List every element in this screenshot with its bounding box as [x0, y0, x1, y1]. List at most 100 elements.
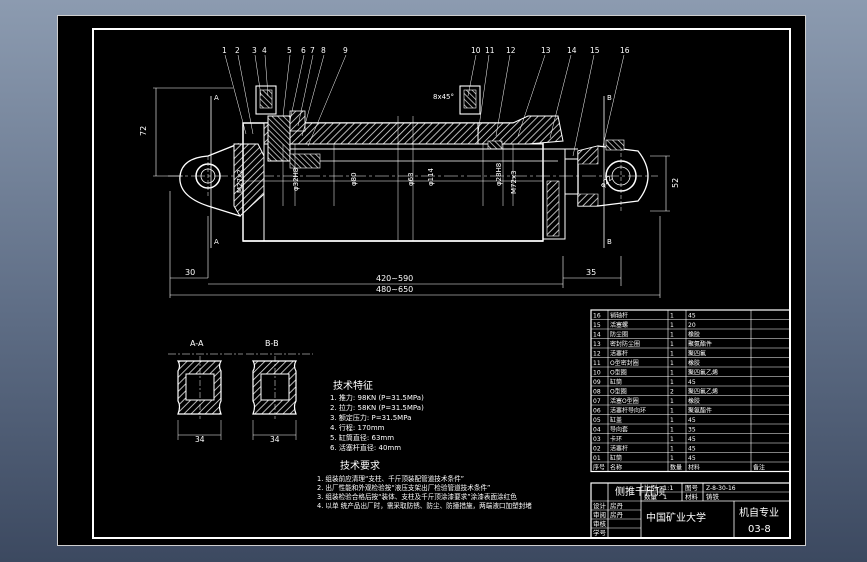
drawing-name: 侧推千斤顶	[615, 485, 665, 498]
parts-row-qty: 1	[670, 455, 674, 462]
dim-thread-right: M72x3	[510, 170, 518, 194]
dim-right-end: 35	[586, 268, 596, 277]
parts-row-name: 卡环	[610, 435, 622, 443]
dim-height-right: 52	[671, 178, 680, 188]
dim-outer: φ114	[427, 167, 435, 186]
inner-border	[92, 28, 791, 539]
dim-chamfer: 8x45°	[433, 93, 454, 101]
qty-label: 数量	[644, 492, 658, 501]
parts-row-no: 12	[593, 351, 601, 358]
parts-row-qty: 1	[670, 436, 674, 443]
scale-value: 1:1	[663, 484, 673, 492]
tech-features-title: 技术特征	[333, 379, 373, 392]
section-mark-b-bottom: B	[607, 238, 612, 246]
section-mark-b-top: B	[607, 94, 612, 102]
parts-header-cell: 序号	[593, 464, 605, 472]
tech-feature-2: 2. 拉力: 58KN (P=31.5MPa)	[330, 403, 424, 412]
parts-row-material: 20	[688, 322, 696, 329]
right-clevis	[577, 145, 649, 207]
drawing-no-label: 图号	[685, 484, 699, 492]
parts-row-material: 45	[688, 455, 696, 462]
parts-header-cell: 材料	[688, 464, 700, 472]
major-name: 机自专业	[739, 506, 779, 519]
parts-row-no: 01	[593, 455, 601, 462]
section-b-b-width: 34	[270, 435, 280, 444]
section-mark-a-top: A	[214, 94, 219, 102]
parts-row-name: 活塞杆	[610, 445, 628, 453]
parts-row-material: 聚氨酯件	[688, 407, 712, 415]
balloon-11: 11	[485, 46, 495, 55]
parts-row-no: 11	[593, 360, 601, 367]
parts-row-qty: 1	[670, 370, 674, 377]
parts-row-qty: 1	[670, 379, 674, 386]
balloon-labels: 1 2 3 4 5 6 7 8 9 10 11 12 13 14 15 16	[222, 46, 630, 55]
tech-req-2: 2. 出厂性能和外观检验按“液压支架出厂检验管道技术条件”	[317, 483, 490, 492]
parts-row-name: 缸筒	[610, 378, 622, 386]
parts-row-name: 活塞螺	[610, 321, 628, 329]
dim-height-left: 72	[139, 126, 148, 136]
parts-row-no: 07	[593, 398, 601, 405]
parts-row-material: 45	[688, 436, 696, 443]
tech-req-4: 4. 以单 统产品出厂时，需采取防锈、防尘、防撞措施，两端液口加塑封堵	[317, 501, 532, 510]
parts-row-no: 05	[593, 417, 601, 424]
parts-row-material: 45	[688, 417, 696, 424]
parts-header-cell: 名称	[610, 464, 622, 472]
class-name: 03-8	[748, 524, 771, 535]
parts-row-no: 16	[593, 313, 601, 320]
dim-thread-left: M27x2	[236, 169, 244, 193]
parts-row-name: 导向套	[610, 426, 628, 434]
parts-row-no: 03	[593, 436, 601, 443]
tech-feature-3: 3. 额定压力: P=31.5MPa	[330, 413, 411, 422]
section-b-b-title: B-B	[265, 339, 279, 348]
main-assembly-view	[153, 54, 670, 298]
parts-row-no: 06	[593, 408, 601, 415]
parts-row-qty: 1	[670, 398, 674, 405]
parts-row-material: 35	[688, 427, 696, 434]
parts-row-no: 09	[593, 379, 601, 386]
balloon-2: 2	[235, 46, 240, 55]
parts-row-material: 45	[688, 446, 696, 453]
cad-drawing: 1 2 3 4 5 6 7 8 9 10 11 12 13 14 15 16 7…	[92, 28, 791, 539]
balloon-16: 16	[620, 46, 630, 55]
tech-features: 技术特征 1. 推力: 98KN (P=31.5MPa) 2. 拉力: 58KN…	[330, 379, 424, 452]
parts-row-material: 聚四氟乙烯	[688, 388, 718, 396]
drawing-no-value: Z-8-30-16	[706, 485, 736, 492]
balloon-13: 13	[541, 46, 551, 55]
parts-row-name: O型密封圈	[610, 359, 639, 367]
parts-row-name: 密封防尘圈	[610, 340, 640, 348]
balloon-5: 5	[287, 46, 292, 55]
parts-row-qty: 1	[670, 446, 674, 453]
section-b-b: B-B 34	[246, 339, 313, 444]
balloon-7: 7	[310, 46, 315, 55]
balloon-6: 6	[301, 46, 306, 55]
parts-header-cell: 数量	[670, 464, 682, 472]
drawing-sheet: 1 2 3 4 5 6 7 8 9 10 11 12 13 14 15 16 7…	[57, 15, 806, 546]
dim-overall-with-ends: 480~650	[376, 285, 413, 294]
dim-left-end: 30	[185, 268, 195, 277]
parts-row-name: 活塞杆导向环	[610, 407, 646, 415]
parts-row-qty: 1	[670, 360, 674, 367]
parts-row-no: 14	[593, 332, 601, 339]
balloon-9: 9	[343, 46, 348, 55]
parts-row-name: O型圈	[610, 388, 627, 396]
tech-req-1: 1. 组装前应清理“支柱、千斤顶装配管道技术条件”	[317, 474, 464, 483]
parts-row-qty: 2	[670, 389, 674, 396]
material-label: 材料	[685, 492, 699, 501]
parts-row-material: 橡胶	[688, 397, 700, 405]
section-mark-a-bottom: A	[214, 238, 219, 246]
parts-row-material: 聚四氟	[688, 350, 706, 358]
parts-row-material: 聚氨酯件	[688, 340, 712, 348]
parts-row-qty: 1	[670, 322, 674, 329]
role-approve: 审核	[593, 519, 607, 528]
balloon-1: 1	[222, 46, 227, 55]
qty-value: 1	[663, 493, 667, 501]
balloon-8: 8	[321, 46, 326, 55]
parts-row-qty: 1	[670, 313, 674, 320]
section-a-a-title: A-A	[190, 339, 204, 348]
scale-label: 比例	[644, 483, 657, 492]
role-review: 审阅	[593, 510, 606, 519]
tech-req-3: 3. 组装检验合格后按“装体、支柱及千斤顶涂漆要求”涂漆表面涂红色	[317, 492, 517, 501]
parts-row-no: 04	[593, 427, 601, 434]
parts-row-no: 15	[593, 322, 601, 329]
parts-row-qty: 1	[670, 341, 674, 348]
